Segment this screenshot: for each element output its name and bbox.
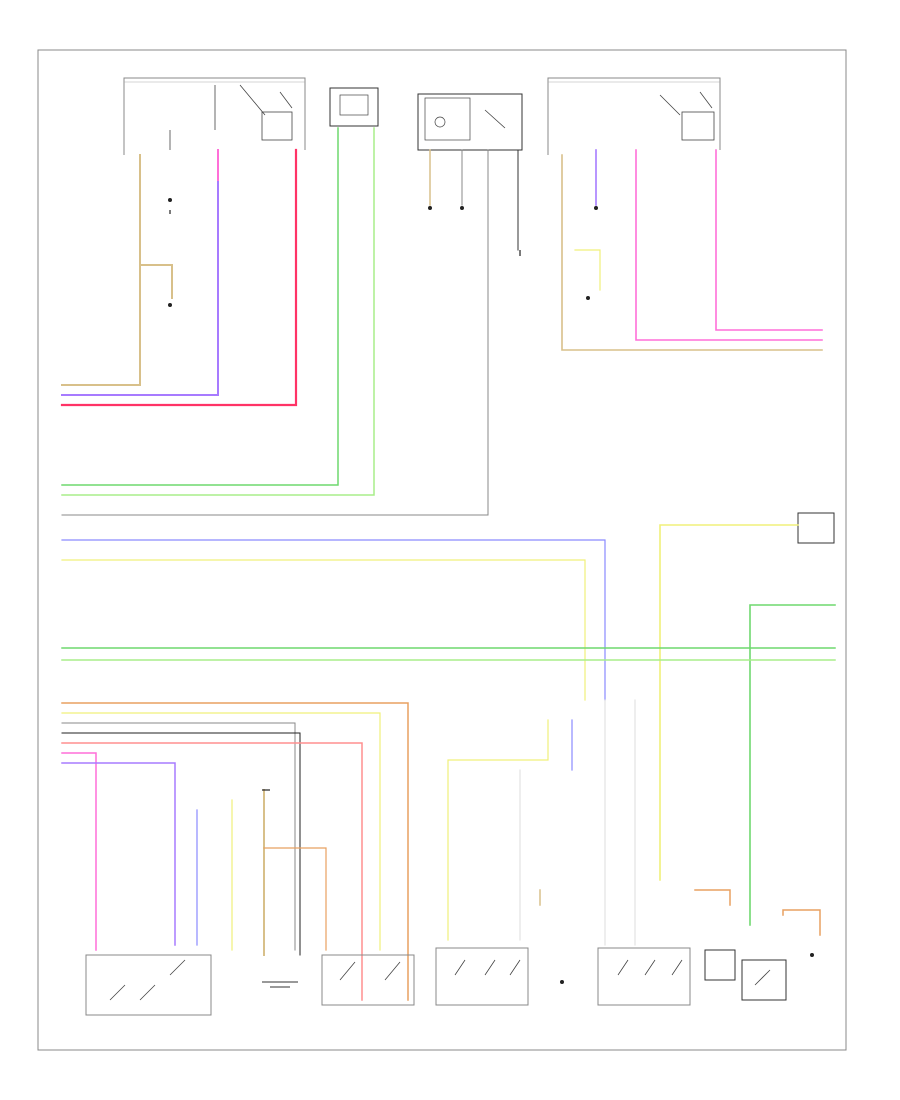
ground-icon (460, 206, 464, 210)
ground-icon (168, 198, 172, 202)
rf-door-lock-unit (547, 77, 721, 300)
central-lock-relay (262, 981, 298, 988)
rear-lid-unlock (560, 980, 564, 984)
ground-icon (810, 953, 814, 957)
rr-door-lock-switch (85, 954, 212, 1016)
rl-door-lock-actuator (321, 954, 415, 1006)
ground-icon (428, 206, 432, 210)
lr-door-lock (435, 947, 529, 1006)
fuel-door-lock (329, 87, 379, 127)
fuel-unlock (704, 949, 814, 1001)
ground-icon (560, 980, 564, 984)
ground-icon (594, 206, 598, 210)
diagram-frame (37, 49, 847, 1051)
lf-door-lock-unit (123, 77, 306, 307)
ground-icon (586, 296, 590, 300)
wires (60, 127, 836, 1001)
ground-icon (168, 303, 172, 307)
rear-lid-lock (797, 512, 835, 544)
luggage-lock-unit (417, 93, 523, 210)
grounds (169, 210, 521, 791)
rr-door-lock (597, 947, 691, 1006)
